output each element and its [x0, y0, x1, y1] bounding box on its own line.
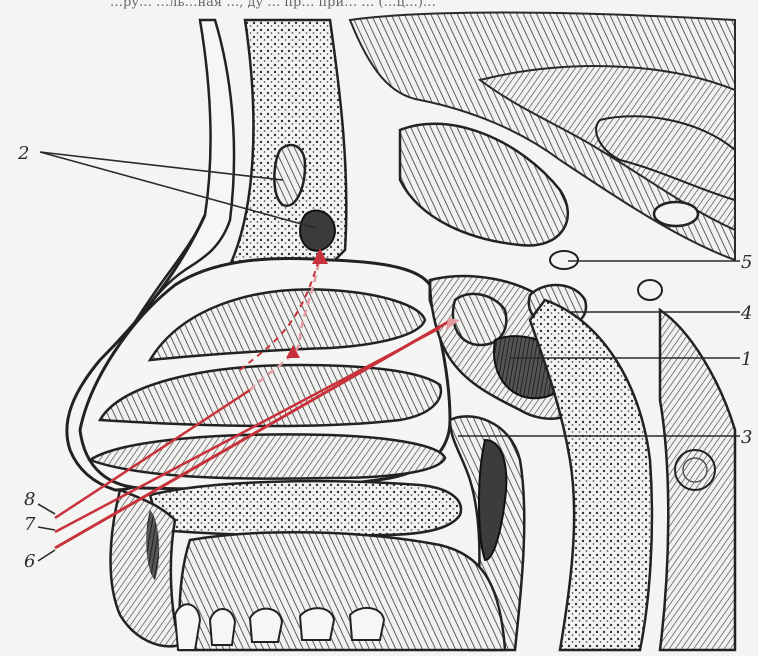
label-6: 6 — [24, 551, 35, 572]
top-caption-fragment: …ру… …ль…ная …, ду … пр… при… … (…ц…)… — [110, 0, 436, 10]
label-4: 4 — [740, 303, 752, 324]
basilar-artery — [638, 280, 662, 300]
sphenoid-sinus — [453, 294, 506, 345]
frontal-sinus-opening — [300, 210, 335, 250]
label-7: 7 — [24, 514, 36, 535]
label-8: 8 — [24, 489, 35, 510]
label-3: 3 — [741, 427, 752, 448]
label-5: 5 — [741, 252, 752, 273]
label-1: 1 — [741, 349, 752, 370]
label-2: 2 — [17, 143, 29, 164]
hard-palate — [150, 481, 461, 536]
ventricle-space — [654, 202, 698, 226]
brainstem — [660, 310, 735, 650]
pituitary-stalk — [550, 251, 578, 269]
clivus-bone — [530, 300, 652, 650]
